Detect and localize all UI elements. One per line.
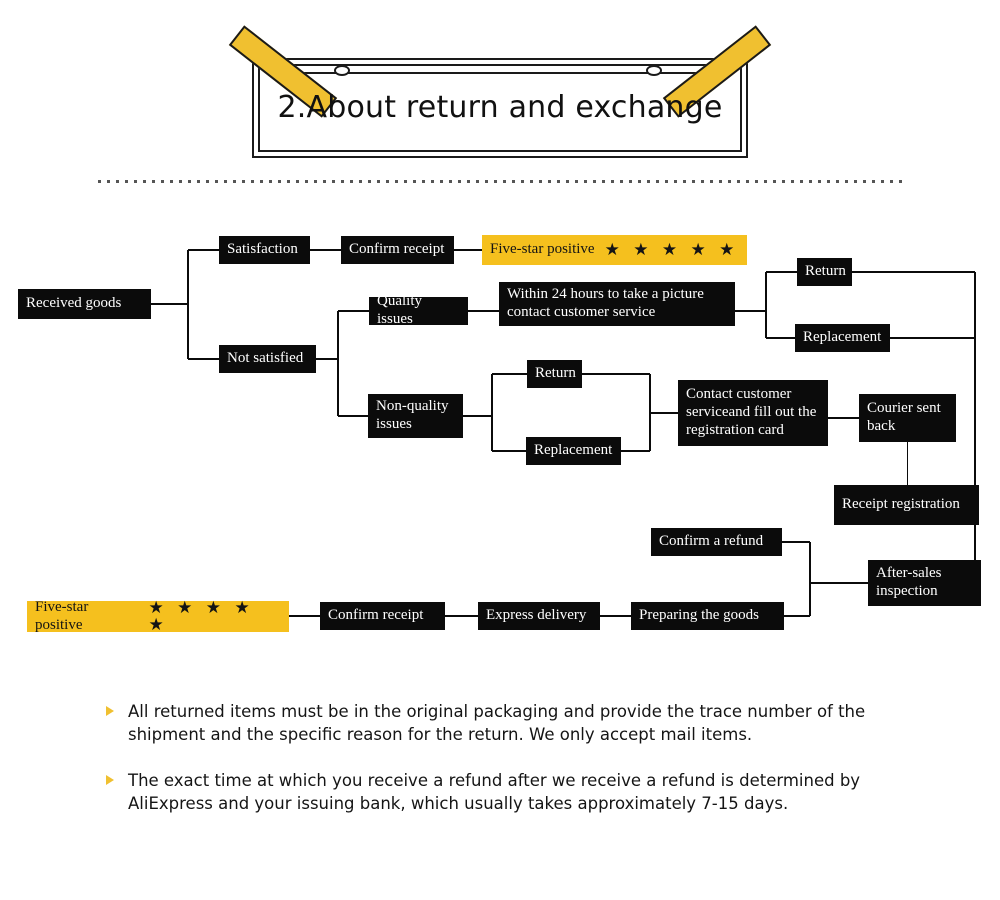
connector-preparing-out xyxy=(784,615,810,617)
flow-node-label: Five-star positive xyxy=(35,598,89,633)
flow-node-confirm-a-refund: Confirm a refund xyxy=(651,528,782,556)
connector-contact-courier xyxy=(828,417,859,419)
connector-fivestar-confirm xyxy=(289,615,320,617)
flow-node-label: Confirm receipt xyxy=(328,607,424,624)
connector-express-preparing xyxy=(600,615,631,617)
five-star-rating-icon: ★ ★ ★ ★ ★ xyxy=(148,597,254,635)
flow-node-return-top: Return xyxy=(797,258,852,286)
flow-node-label: Receipt registration xyxy=(842,496,960,513)
connector-within24-out xyxy=(735,310,766,312)
connector-branch-satisfaction-spine xyxy=(187,250,189,359)
flow-node-label: Five-star positive xyxy=(490,241,595,258)
banner-circle-right-icon xyxy=(646,65,662,76)
flow-node-label: Confirm receipt xyxy=(349,241,445,258)
connector-satisfaction-confirm xyxy=(310,249,341,251)
flow-node-replacement-top: Replacement xyxy=(795,324,890,352)
flow-node-contact-customer: Contact customer serviceand fill out the… xyxy=(678,380,828,446)
banner-outer-frame xyxy=(252,58,748,158)
flow-node-courier-sent-back: Courier sent back xyxy=(859,394,956,442)
connector-replacement-top-rail xyxy=(890,337,975,339)
flow-node-label: After-sales inspection xyxy=(876,565,942,599)
connector-to-non-quality-issues xyxy=(338,415,368,417)
flow-node-five-star-top: Five-star positive ★ ★ ★ ★ ★ xyxy=(482,235,747,265)
connector-to-replacement-top xyxy=(766,337,795,339)
flow-node-quality-issues: Quality issues xyxy=(369,293,468,327)
flow-node-non-quality-issues: Non-quality issues xyxy=(368,394,463,438)
banner-circle-left-icon xyxy=(334,65,350,76)
connector-issues-spine xyxy=(337,311,339,416)
flow-node-label: Return xyxy=(805,263,846,280)
flow-node-confirm-receipt-top: Confirm receipt xyxy=(341,236,454,264)
five-star-rating-icon: ★ ★ ★ ★ ★ xyxy=(604,239,739,260)
flow-node-label: Contact customer serviceand fill out the… xyxy=(686,386,817,438)
note-text: All returned items must be in the origin… xyxy=(128,702,866,745)
connector-courier-receipt xyxy=(906,442,909,485)
page-title: 2.About return and exchange xyxy=(277,90,723,125)
connector-quality-within24 xyxy=(468,310,499,312)
flow-node-label: Courier sent back xyxy=(867,400,941,434)
banner-inner-frame xyxy=(258,64,742,152)
connector-nonquality-out xyxy=(463,415,492,417)
flow-node-confirm-receipt-bottom: Confirm receipt xyxy=(320,602,445,630)
connector-rail-aftersales xyxy=(974,525,976,583)
flow-node-preparing-goods: Preparing the goods xyxy=(631,602,784,630)
bullet-triangle-icon xyxy=(106,706,114,716)
banner-horizontal-rule xyxy=(270,72,730,74)
flow-node-return-mid: Return xyxy=(527,360,582,388)
connector-to-return-mid xyxy=(492,373,527,375)
flow-node-label: Replacement xyxy=(803,329,882,346)
flow-node-label: Replacement xyxy=(534,442,613,459)
connector-refund-preparing-spine xyxy=(809,542,811,616)
flow-node-label: Express delivery xyxy=(486,607,587,624)
flow-node-label: Preparing the goods xyxy=(639,607,759,624)
connector-right-vertical-rail xyxy=(974,272,976,578)
connector-to-replacement-mid xyxy=(492,450,526,452)
flow-node-after-sales-inspection: After-sales inspection xyxy=(868,560,981,606)
bullet-triangle-icon xyxy=(106,774,114,785)
connector-to-aftersales xyxy=(810,582,868,584)
connector-not-satisfied-out xyxy=(316,358,338,360)
flow-node-not-satisfied: Not satisfied xyxy=(219,345,316,373)
flow-node-label: Quality issues xyxy=(377,293,422,327)
connector-confirm-fivestar xyxy=(454,249,482,251)
connector-return-top-rail xyxy=(852,271,975,273)
connector-to-not-satisfied xyxy=(188,358,219,360)
title-banner: 2.About return and exchange xyxy=(228,25,772,158)
flow-node-label: Received goods xyxy=(26,295,122,312)
note-item: All returned items must be in the origin… xyxy=(100,700,920,747)
dotted-divider xyxy=(98,180,902,183)
flow-node-label: Not satisfied xyxy=(227,350,304,367)
notes-list: All returned items must be in the origin… xyxy=(100,700,920,838)
flow-node-receipt-registration: Receipt registration xyxy=(834,485,979,525)
connector-return-mid-out xyxy=(582,373,650,375)
flow-node-replacement-mid: Replacement xyxy=(526,437,621,465)
connector-to-satisfaction xyxy=(188,249,219,251)
connector-to-return-top xyxy=(766,271,797,273)
connector-return-replacement-spine xyxy=(765,272,767,338)
flow-node-express-delivery: Express delivery xyxy=(478,602,600,630)
flow-node-received-goods: Received goods xyxy=(18,289,151,319)
note-text: The exact time at which you receive a re… xyxy=(128,770,861,814)
flow-node-within-24-hours: Within 24 hours to take a picture contac… xyxy=(499,282,735,326)
note-item: The exact time at which you receive a re… xyxy=(100,769,920,816)
flow-node-label: Return xyxy=(535,365,576,382)
connector-refund-out xyxy=(782,541,810,543)
connector-mid-spine-left xyxy=(491,374,493,451)
flow-node-label: Non-quality issues xyxy=(376,398,449,432)
flow-node-label: Confirm a refund xyxy=(659,533,764,550)
flow-node-five-star-bottom: Five-star positive ★ ★ ★ ★ ★ xyxy=(27,597,289,635)
connector-confirm-express xyxy=(445,615,478,617)
flow-node-label: Satisfaction xyxy=(227,241,298,258)
flow-node-label: Within 24 hours to take a picture contac… xyxy=(507,286,704,320)
connector-to-quality-issues xyxy=(338,310,369,312)
connector-to-contact-customer xyxy=(650,412,678,414)
connector-received-goods xyxy=(151,303,188,305)
connector-replacement-mid-out xyxy=(621,450,650,452)
flow-node-satisfaction: Satisfaction xyxy=(219,236,310,264)
